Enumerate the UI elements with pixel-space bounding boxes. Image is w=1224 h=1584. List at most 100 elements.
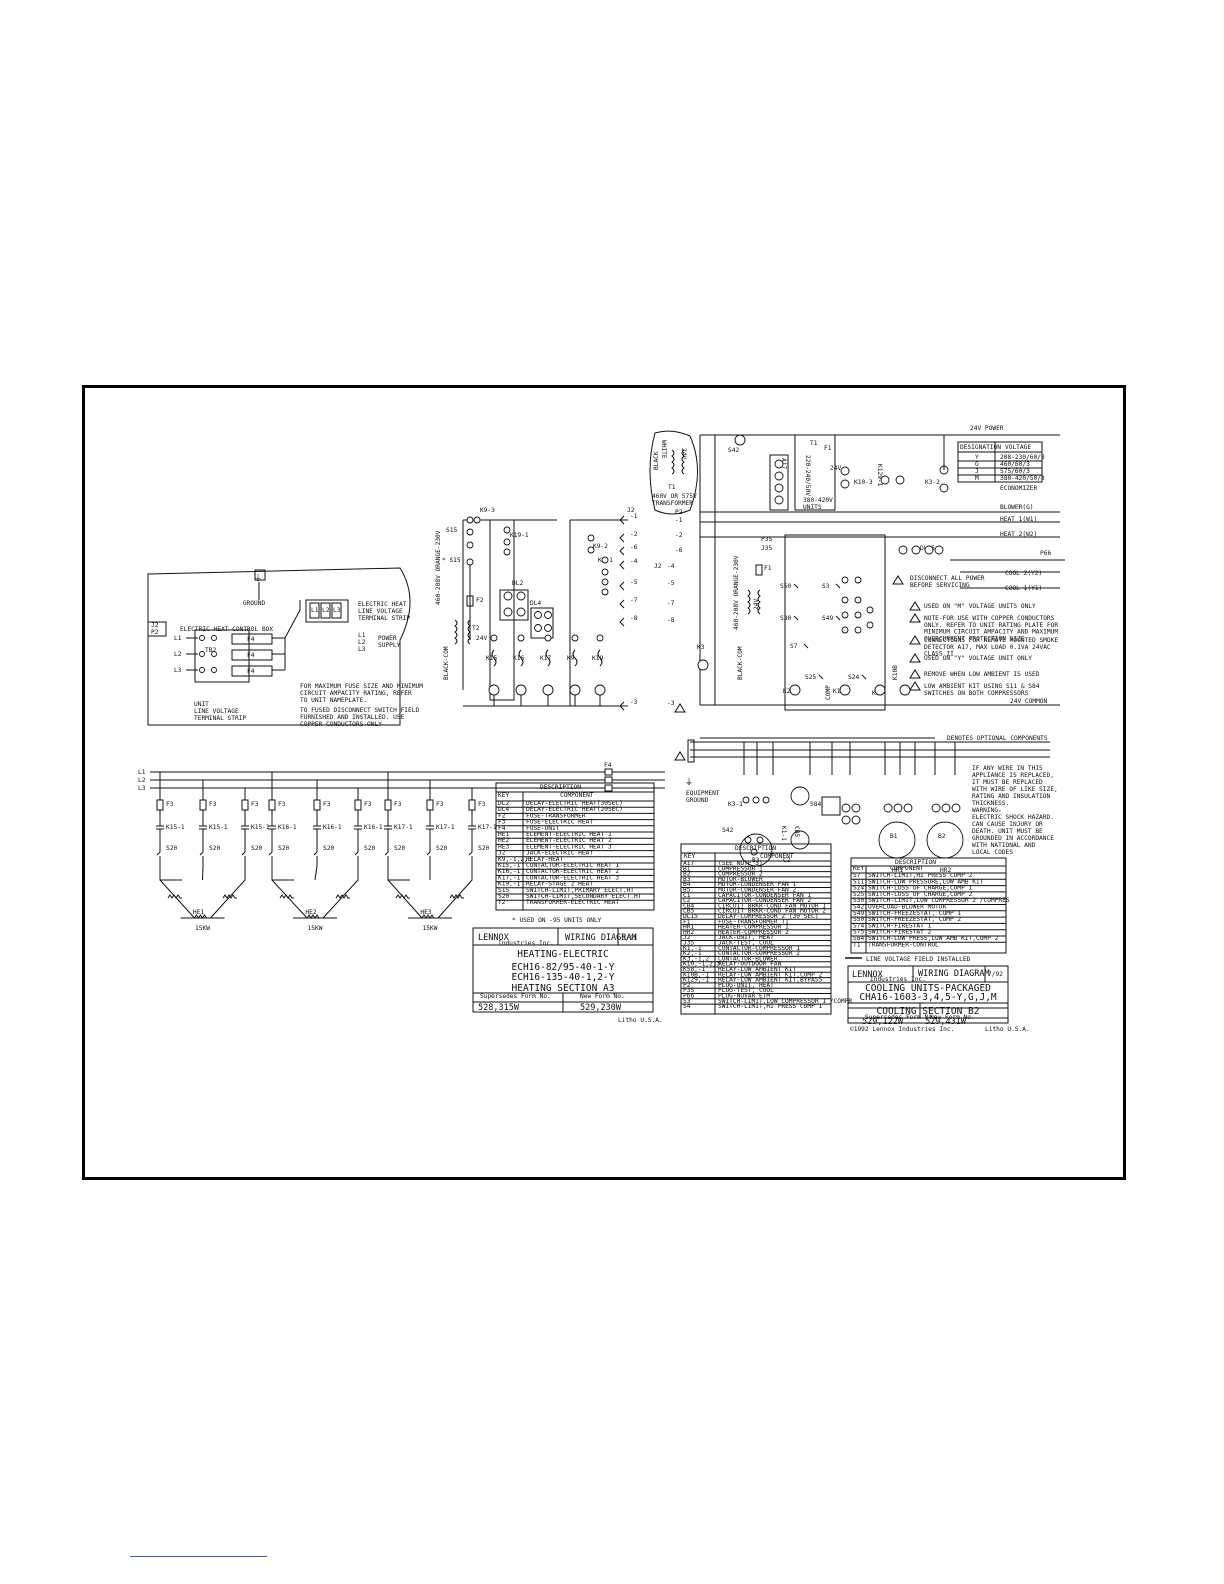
relay-coil-circle: [569, 684, 581, 696]
warning-text: RATING AND INSULATION: [972, 793, 1051, 800]
b1-label: B1: [890, 833, 898, 840]
heating-legend-table: [495, 782, 655, 911]
t2-label: T2: [472, 625, 480, 632]
fuse-note: FURNISHED AND INSTALLED. USE: [300, 714, 405, 721]
legend-key: S74: [853, 922, 864, 929]
cooling-legend-table: [680, 843, 832, 1015]
dl-terminal: [544, 624, 552, 632]
legend-key: K15,-1: [498, 862, 521, 869]
p2-label: P2: [151, 629, 159, 636]
relay-coil-label: K9: [567, 655, 575, 662]
tb2-block: [194, 629, 250, 683]
terminal: [466, 528, 474, 536]
warning-text: GROUNDED IN ACCORDANCE: [972, 835, 1054, 842]
v24-label: 24V: [476, 635, 487, 642]
limit-switch: [354, 846, 359, 866]
k10b-label: K10B: [892, 665, 899, 680]
legend-key: T2: [498, 899, 506, 906]
relay-label: K2: [783, 688, 791, 695]
legend-desc: DELAY-COMPRESSOR 2 (30 SEC): [718, 913, 819, 920]
s20-label: S20: [364, 845, 375, 852]
legend-key: F3: [498, 819, 506, 826]
f3-fuse: [268, 799, 276, 811]
terminal: [466, 558, 474, 566]
f3-label: F3: [209, 801, 217, 808]
relay-coil: [789, 684, 801, 696]
legend-desc: DELAY-ELECTRIC HEAT(20SEC): [526, 806, 623, 813]
legend-key: HR1: [683, 924, 694, 931]
legend-key: K58,-1: [683, 966, 706, 973]
tx-label: TRANSFORMER: [652, 500, 693, 507]
heater-element: [306, 914, 321, 919]
relay-coil: [572, 649, 578, 667]
voltage-value: 208-230/60/3: [1000, 454, 1045, 461]
tx-label: 460V OR 575V: [652, 493, 697, 500]
legend-key: HE1: [498, 831, 509, 838]
supersedes-label: Supersedes Form No.: [480, 993, 551, 1000]
cb5-label: CB5: [793, 826, 800, 837]
contactor-label: K15-1: [166, 824, 185, 831]
limit-switch: [313, 846, 318, 866]
tb2-terminal: [211, 635, 217, 641]
black-com-label: BLACK-COM: [443, 646, 450, 680]
supersedes-label: Supersedes Form No.: [865, 1014, 936, 1021]
legend-desc: SWITCH-LIMIT,LOW COMPRESSOR 2 /COMPRES: [868, 897, 1010, 904]
pin: -8: [667, 617, 675, 624]
legend-key: S3: [683, 998, 691, 1005]
legend-desc: PLUG-TEST, COOL: [718, 987, 774, 994]
terminal: [841, 576, 849, 584]
legend-desc: CONTACTOR-COMPRESSOR 1: [718, 945, 800, 952]
tx-coil: [681, 449, 685, 475]
t1-label: T1: [810, 440, 818, 447]
note-text: USED ON "M" VOLTAGE UNITS ONLY: [924, 603, 1036, 610]
note-text: ONLY. REFER TO UNIT RATING PLATE FOR: [924, 622, 1058, 629]
terminal: [841, 815, 851, 825]
legend-key: S30: [853, 897, 864, 904]
motor-terminal: [744, 836, 752, 844]
legend-key-header: KEY: [498, 792, 509, 799]
terminal: [866, 621, 874, 629]
f3-fuse: [384, 799, 392, 811]
p2-label: P2: [675, 509, 683, 516]
legend-key: J2: [498, 850, 506, 857]
note-text: SWITCHES ON BOTH COMPRESSORS: [924, 690, 1029, 697]
new-label: New Form No.: [930, 1014, 975, 1021]
legend-desc: SWITCH-LOW PRESS,LOW AMB KIT,COMP 2: [868, 935, 999, 942]
relay-coil: [518, 649, 524, 667]
t1-volt-label: 380-420V: [803, 497, 833, 504]
tx-label: BLACK: [653, 451, 660, 470]
relay-coil-label: K15: [486, 655, 497, 662]
limit-switch: [426, 846, 431, 866]
disconnect-label: BEFORE SERVICING: [910, 582, 970, 589]
legend-desc: RELAY-OUTDOOR FAN: [718, 961, 782, 968]
voltage-value: 460/60/3: [1000, 461, 1030, 468]
terminal: [752, 796, 760, 804]
pin: -6: [675, 547, 683, 554]
terminal: [601, 588, 609, 596]
legend-desc: CONTACTOR-BLOWER: [718, 955, 778, 962]
legend-key: S49: [853, 910, 864, 917]
note-text: DETECTOR A17, MAX LOAD 0.1VA 24VAC: [924, 644, 1051, 651]
terminal: [854, 611, 862, 619]
legend-key: S24: [853, 885, 864, 892]
dl2-box: [499, 589, 529, 621]
legend-key: S7: [853, 872, 861, 879]
brand-logo: LENNOX: [478, 933, 510, 943]
power-lines: L2: [358, 639, 366, 646]
legend-desc: PLUG-UNIT, HEAT: [718, 982, 774, 989]
legend-desc: SWITCH-LIMIT,SECONDARY ELECT.HT: [526, 893, 642, 900]
control-box-outline: [147, 567, 411, 726]
tx-coil: [747, 589, 751, 615]
pin: -7: [667, 600, 675, 607]
legend-desc: SWITCH-FIRESTAT 2: [868, 929, 932, 936]
hr2-label: HR2: [940, 867, 951, 874]
legend-key: S4: [683, 1003, 691, 1010]
f3-fuse: [468, 799, 476, 811]
terminal: [503, 538, 511, 546]
footer-link-underline[interactable]: [130, 1556, 267, 1557]
legend-key: K19,-1: [498, 881, 521, 888]
hr1-label: HR1: [892, 867, 903, 874]
terminal: [866, 606, 874, 614]
main-line-label: L2: [138, 777, 146, 784]
legend-desc: ELEMENT-ELECTRIC HEAT 2: [526, 837, 612, 844]
